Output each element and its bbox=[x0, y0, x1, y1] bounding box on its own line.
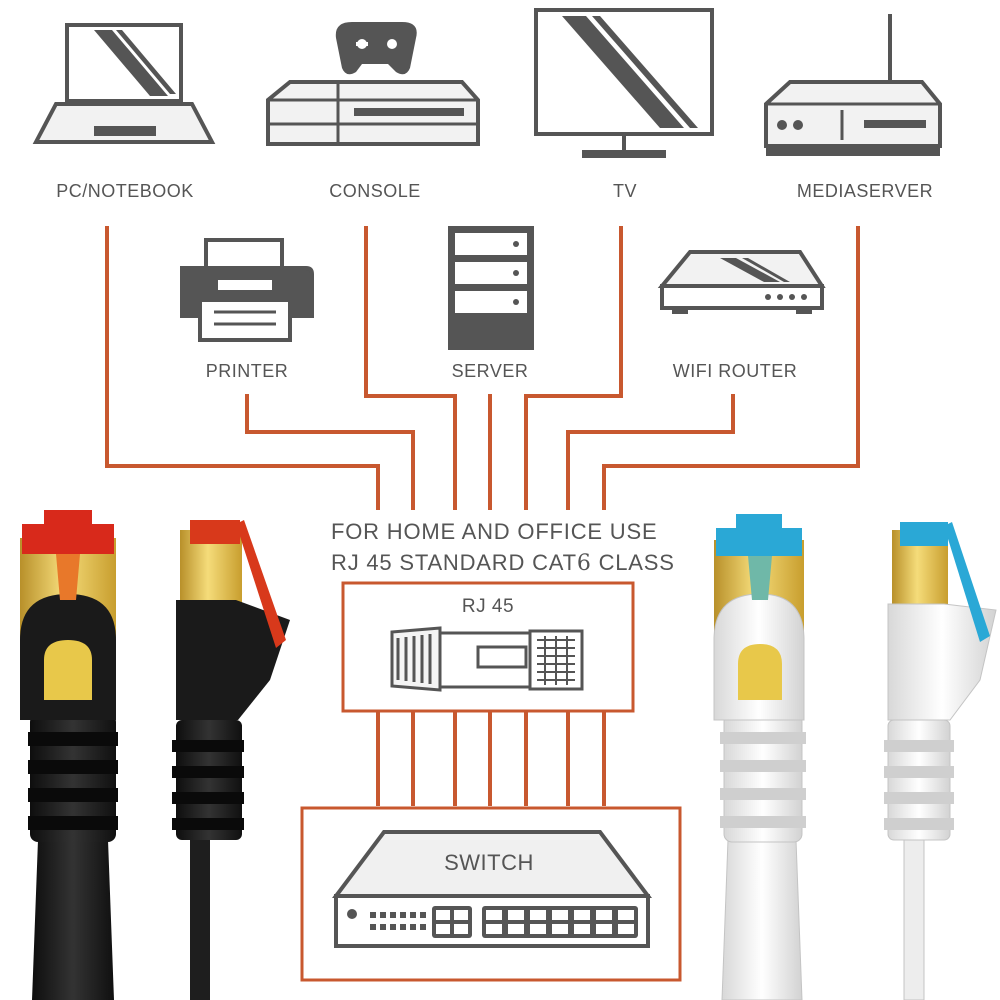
label-console: CONSOLE bbox=[329, 181, 421, 201]
wire-mediaserver bbox=[602, 226, 860, 510]
headline-line-1: FOR HOME AND OFFICE USE bbox=[331, 519, 658, 544]
wire-pc bbox=[105, 226, 380, 510]
headline-line-2: RJ 45 STANDARD CAT6 CLASS bbox=[331, 550, 675, 576]
printer-icon bbox=[179, 238, 314, 342]
label-mediaserver: MEDIASERVER bbox=[796, 181, 934, 201]
rj45-to-switch-wires bbox=[376, 712, 606, 806]
black-cable-front-plug bbox=[20, 510, 118, 1000]
headline-line-2-prefix: RJ 45 STANDARD CAT bbox=[331, 550, 577, 575]
wifi-router-icon bbox=[657, 250, 826, 314]
server-rack-icon bbox=[448, 226, 534, 350]
switch-box bbox=[300, 806, 682, 982]
white-cable-side-plug bbox=[884, 522, 997, 1000]
wire-console bbox=[364, 226, 457, 510]
black-cable-side-plug bbox=[172, 520, 290, 1000]
switch-icon bbox=[332, 830, 652, 948]
headline-line-2-suffix: CLASS bbox=[591, 550, 675, 575]
mediaserver-icon bbox=[764, 14, 942, 156]
white-cable-front-plug bbox=[713, 514, 806, 1000]
label-pc-notebook: PC/NOTEBOOK bbox=[56, 181, 194, 201]
wire-printer bbox=[245, 394, 415, 510]
laptop-icon bbox=[32, 23, 216, 144]
label-printer: PRINTER bbox=[205, 361, 289, 381]
wire-wifi-router bbox=[566, 394, 735, 510]
rj45-box bbox=[341, 581, 635, 713]
rj45-plug-icon bbox=[390, 626, 584, 692]
tv-icon bbox=[534, 8, 714, 158]
wire-tv bbox=[524, 226, 623, 510]
connection-wires bbox=[105, 226, 860, 806]
label-server: SERVER bbox=[451, 361, 529, 381]
label-tv: TV bbox=[612, 181, 637, 201]
console-icon bbox=[266, 22, 480, 146]
label-wifi-router: WIFI ROUTER bbox=[672, 361, 798, 381]
switch-label: SWITCH bbox=[444, 850, 534, 875]
rj45-label: RJ 45 bbox=[461, 596, 515, 617]
headline-line-2-digit: 6 bbox=[576, 551, 592, 576]
